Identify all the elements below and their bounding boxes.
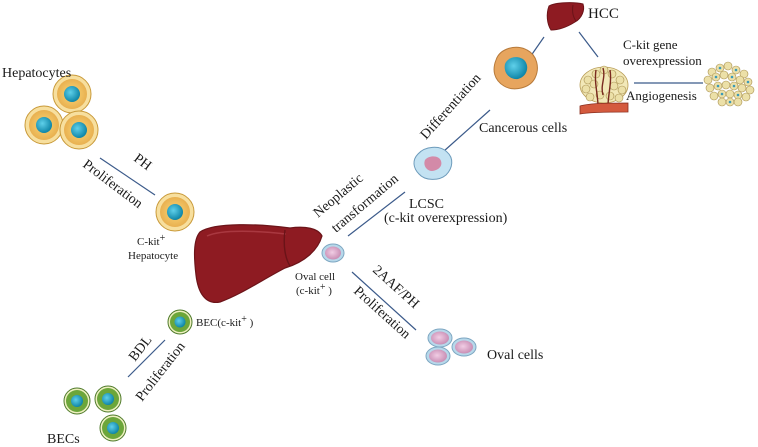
oval-cells-label: Oval cells [487, 348, 543, 363]
lcsc-ckit-label: (c-kit overexpression) [384, 211, 508, 226]
oval-cell [427, 328, 453, 348]
liver-icon [193, 224, 323, 303]
vascularized-tumor-icon [579, 65, 629, 115]
lcsc-cell-icon [413, 146, 453, 180]
oval-cell [425, 346, 451, 366]
cancerous-cell-icon [493, 46, 538, 90]
line-2aaf [351, 271, 417, 331]
lcsc-label: LCSC [409, 197, 444, 212]
hcc-label: HCC [588, 6, 619, 22]
oval-cell-label: Oval cell [295, 271, 335, 283]
tumor-cell-nuclei [714, 66, 750, 104]
hepatocyte-cell [52, 74, 92, 114]
angiogenesis-label: Angiogenesis [626, 88, 697, 103]
ph-label: PH [131, 151, 154, 174]
line-bdl [127, 339, 166, 378]
bec-cell [94, 385, 122, 413]
hepatocyte-cell [24, 105, 64, 145]
bec-cell [99, 414, 127, 442]
hepatocytes-cluster [24, 74, 99, 150]
oval-cell-icon [321, 243, 345, 263]
becs-label: BECs [47, 432, 80, 447]
hepatocyte-cell [59, 110, 99, 150]
oval-cell [451, 337, 477, 357]
oval-cell-ckit-label: (c-kit+ ) [296, 282, 332, 297]
hcc-liver-icon [546, 2, 585, 31]
differentiation-label: Differentiation [418, 71, 485, 143]
oval-cells-cluster [425, 328, 477, 366]
becs-cluster [63, 385, 127, 442]
ckit-positive-hepatocyte [155, 192, 195, 232]
cancerous-cells-label: Cancerous cells [479, 121, 567, 136]
line-neoplastic [347, 191, 406, 237]
bec-ckit-label: BEC(c-kit+ ) [196, 314, 254, 329]
hepatocytes-label: Hepatocytes [2, 66, 71, 81]
bec-cell [63, 387, 91, 415]
tumor-cell-cluster-icon [703, 61, 755, 107]
ckit-gene-label: C-kit gene [623, 37, 678, 52]
bdl-label: BDL [126, 333, 155, 364]
overexpression-label: overexpression [623, 53, 702, 68]
ckit-hepatocyte-label-line2: Hepatocyte [128, 250, 178, 262]
bec-ckit-cell [167, 309, 193, 335]
line-ph [99, 157, 156, 196]
line-hcc-angio [578, 31, 599, 58]
line-differentiation [443, 109, 491, 152]
ckit-hepatocyte-label: C-kit+ [137, 233, 166, 248]
